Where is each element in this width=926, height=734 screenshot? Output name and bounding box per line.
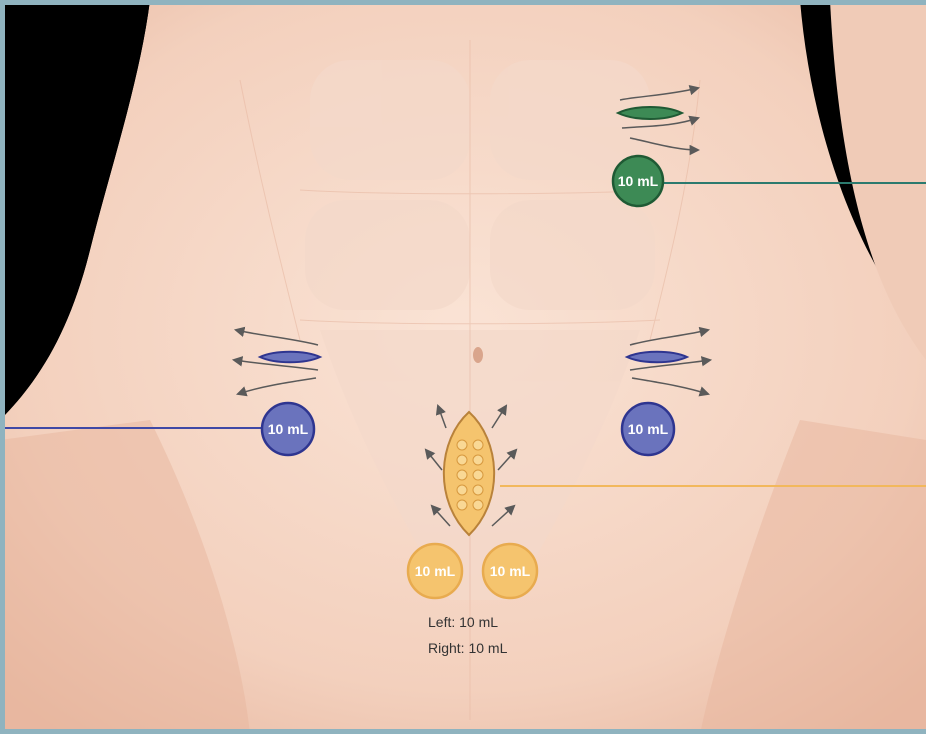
green-badge-label: 10 mL	[618, 173, 659, 189]
navel	[473, 347, 483, 363]
right-volume-label: Right: 10 mL	[428, 640, 508, 656]
blue-badge-right: 10 mL	[622, 403, 674, 455]
blue-badge-left-label: 10 mL	[268, 421, 309, 437]
left-volume-label: Left: 10 mL	[428, 614, 498, 630]
orange-badge-right: 10 mL	[483, 544, 537, 598]
orange-badge-left: 10 mL	[408, 544, 462, 598]
green-badge: 10 mL	[613, 156, 663, 206]
orange-badge-right-label: 10 mL	[490, 563, 531, 579]
orange-badge-left-label: 10 mL	[415, 563, 456, 579]
blue-badge-right-label: 10 mL	[628, 421, 669, 437]
blue-badge-left: 10 mL	[262, 403, 314, 455]
